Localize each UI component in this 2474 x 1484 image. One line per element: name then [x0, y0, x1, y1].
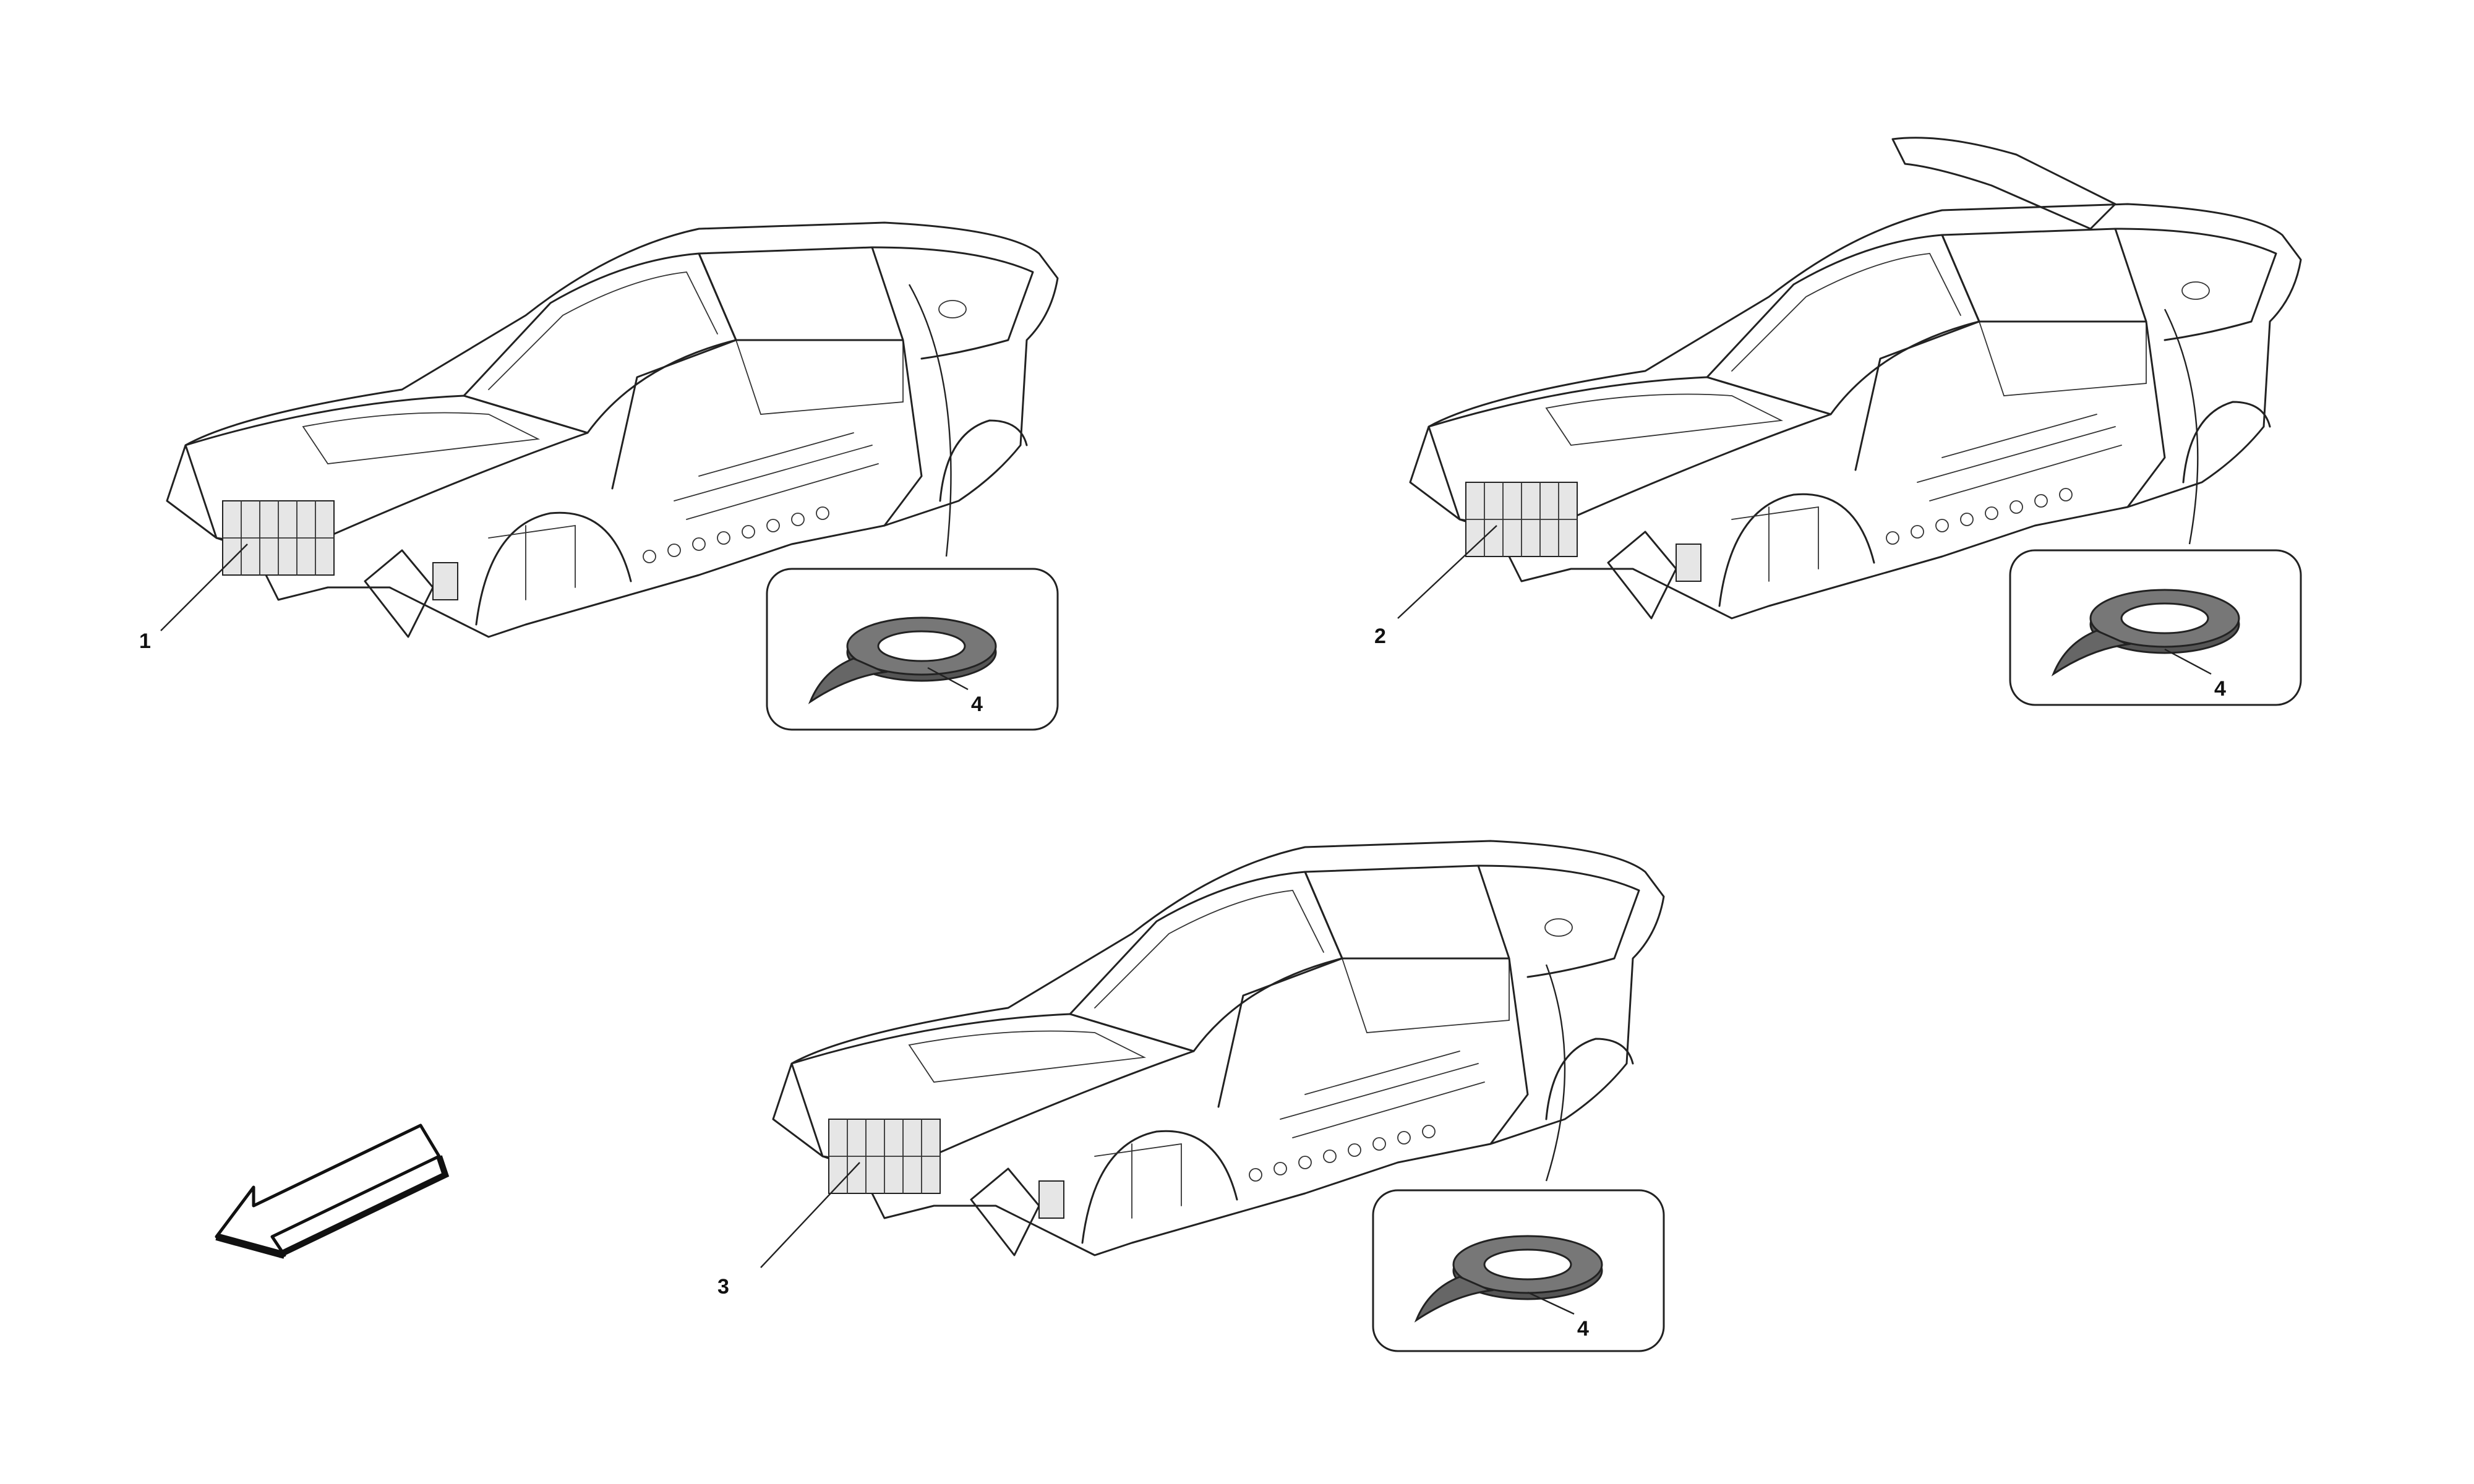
leader-tape-a — [927, 667, 969, 691]
leader-tape-b — [2164, 648, 2212, 675]
direction-arrow-icon — [216, 1125, 445, 1255]
tape-detail-b: 4 — [2009, 309, 2302, 706]
leader-line-tape-a — [908, 284, 952, 557]
leader-tape-c — [1527, 1291, 1575, 1315]
callout-3: 3 — [717, 1275, 729, 1298]
callout-4b: 4 — [2214, 677, 2226, 701]
tape-detail-c: 4 — [1372, 964, 1665, 1352]
tape-detail-a: 4 — [766, 284, 1059, 731]
leader-line-1 — [160, 544, 248, 631]
callout-1: 1 — [139, 629, 151, 653]
car-body-targa — [1409, 137, 2302, 620]
callout-4c: 4 — [1577, 1317, 1589, 1341]
leader-line-tape-b — [2164, 309, 2199, 545]
callout-4a: 4 — [971, 693, 983, 716]
leader-line-tape-c — [1545, 964, 1566, 1182]
leader-line-3 — [760, 1162, 860, 1268]
leader-line-2 — [1397, 525, 1497, 619]
callout-2: 2 — [1374, 625, 1386, 648]
